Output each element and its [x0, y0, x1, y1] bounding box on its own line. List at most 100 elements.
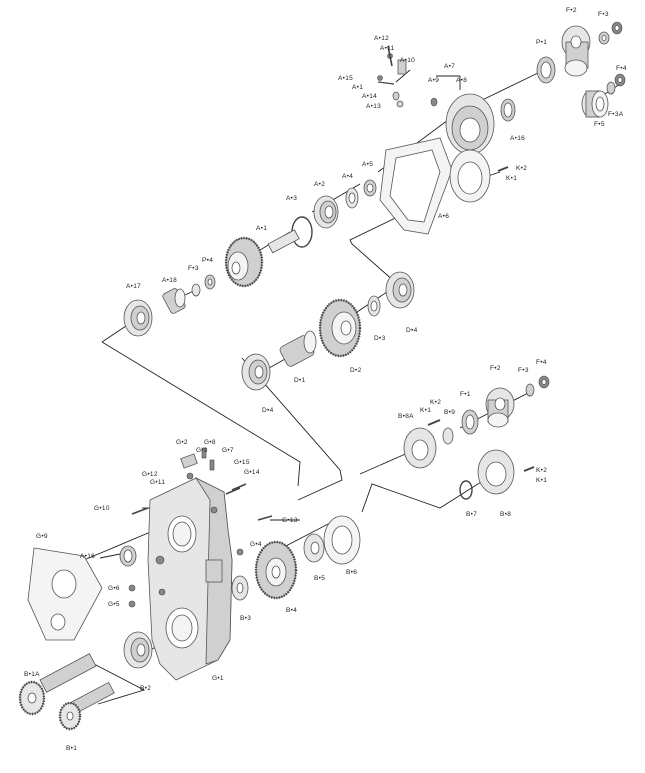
label-g15: G•15: [234, 459, 250, 466]
main-housing-g1: [147, 476, 233, 681]
label-k2-top: K•2: [516, 165, 527, 172]
nut-f3-top: [598, 31, 610, 45]
seal-a16-lower: [119, 545, 137, 567]
nut-f4-top: [611, 21, 623, 35]
label-b1: B•1: [66, 745, 77, 752]
label-a6: A•6: [438, 213, 449, 220]
label-d4-right: D•4: [406, 327, 418, 334]
bolt-k2-lower: [427, 419, 441, 426]
shaft-d1: [279, 330, 317, 367]
bearing-b5: [303, 533, 325, 563]
label-a16-lower: A•16: [80, 553, 95, 560]
label-b1a: B•1A: [24, 671, 40, 678]
label-p4: P•4: [202, 257, 213, 264]
gear-d2: [318, 298, 362, 358]
gasket-a6-second: [449, 149, 491, 203]
label-d3: D•3: [374, 335, 386, 342]
label-p1: P•1: [536, 39, 547, 46]
gasket-a6: [379, 137, 453, 235]
label-f5: F•5: [594, 121, 605, 128]
small-parts-a9-a15: [377, 45, 438, 108]
spacer-f3-left: [191, 283, 201, 297]
washer-d3: [367, 295, 381, 317]
label-a12: A•12: [374, 35, 389, 42]
seal-b9-right: [442, 427, 454, 445]
washer-f3-lower: [525, 383, 535, 397]
cover-b8: [477, 449, 515, 495]
label-a9: A•9: [428, 77, 439, 84]
label-f3-mid: F•3: [188, 265, 199, 272]
label-g5: G•5: [108, 601, 120, 608]
cover-a8: [445, 93, 495, 155]
label-g13: G•13: [282, 517, 298, 524]
spacer-f5: [581, 90, 609, 118]
output-flange-f2-lower: [485, 387, 515, 428]
bearing-d4-right: [385, 271, 415, 309]
label-k1-lower: K•1: [536, 477, 547, 484]
bearing-a5: [363, 179, 377, 197]
label-a1: A•1: [256, 225, 267, 232]
label-g11: G•11: [150, 479, 165, 486]
label-f2-lower: F•2: [490, 365, 501, 372]
nut-f4-mid: [614, 73, 626, 87]
label-a18: A•18: [162, 277, 177, 284]
label-b7: B•7: [466, 511, 477, 518]
label-a13: A•13: [366, 103, 381, 110]
input-gear-a1: [224, 229, 300, 288]
label-k1-mid: K•1: [420, 407, 431, 414]
washer-a4: [345, 187, 359, 209]
label-g4: G•4: [250, 541, 262, 548]
shaft-b1: [58, 681, 115, 731]
label-a1-small: A•1: [352, 84, 363, 91]
bearing-a17: [123, 299, 153, 337]
label-a15: A•15: [338, 75, 353, 82]
label-b8a: B•8A: [398, 413, 414, 420]
label-b5: B•5: [314, 575, 325, 582]
label-g9: G•9: [36, 533, 48, 540]
washer-f3a: [606, 81, 616, 95]
label-g6: G•6: [108, 585, 120, 592]
cover-b8a: [403, 427, 437, 469]
label-d4-left: D•4: [262, 407, 274, 414]
label-f3-lower: F•3: [518, 367, 529, 374]
label-f3a: F•3A: [608, 111, 624, 118]
label-b2: B•2: [140, 685, 151, 692]
label-a7: A•7: [444, 63, 455, 70]
label-k2-mid: K•2: [430, 399, 441, 406]
output-flange-f2-top: [561, 25, 591, 77]
oring-b7: [459, 480, 473, 500]
gear-b4: [254, 540, 298, 600]
label-d2: D•2: [350, 367, 362, 374]
label-g8: G•8: [204, 439, 216, 446]
label-a16-top: A•16: [510, 135, 525, 142]
label-f4-lower: F•4: [536, 359, 547, 366]
label-k1-top: K•1: [506, 175, 517, 182]
label-b8: B•8: [500, 511, 511, 518]
label-f4-top: F•4: [616, 65, 627, 72]
label-g10: G•10: [94, 505, 110, 512]
label-b4: B•4: [286, 607, 297, 614]
label-b6: B•6: [346, 569, 357, 576]
label-g12: G•12: [142, 471, 158, 478]
label-g7: G•7: [222, 447, 234, 454]
label-g14: G•14: [244, 469, 260, 476]
label-d1: D•1: [294, 377, 306, 384]
label-a2: A•2: [314, 181, 325, 188]
label-a5: A•5: [362, 161, 373, 168]
washer-p4: [204, 274, 216, 290]
label-a17: A•17: [126, 283, 141, 290]
label-a4: A•4: [342, 173, 353, 180]
label-a11: A•11: [380, 45, 395, 52]
bolt-k2-right: [523, 466, 535, 472]
bearing-b2: [123, 631, 153, 669]
seal-f1: [461, 409, 479, 435]
label-a8: A•8: [456, 77, 467, 84]
label-b3: B•3: [240, 615, 251, 622]
label-f2-top: F•2: [566, 7, 577, 14]
bearing-a18: [162, 288, 186, 314]
label-a10: A•10: [400, 57, 415, 64]
label-a14: A•14: [362, 93, 377, 100]
bolt-k2-top: [497, 166, 509, 172]
bearing-d4-left: [241, 353, 271, 391]
